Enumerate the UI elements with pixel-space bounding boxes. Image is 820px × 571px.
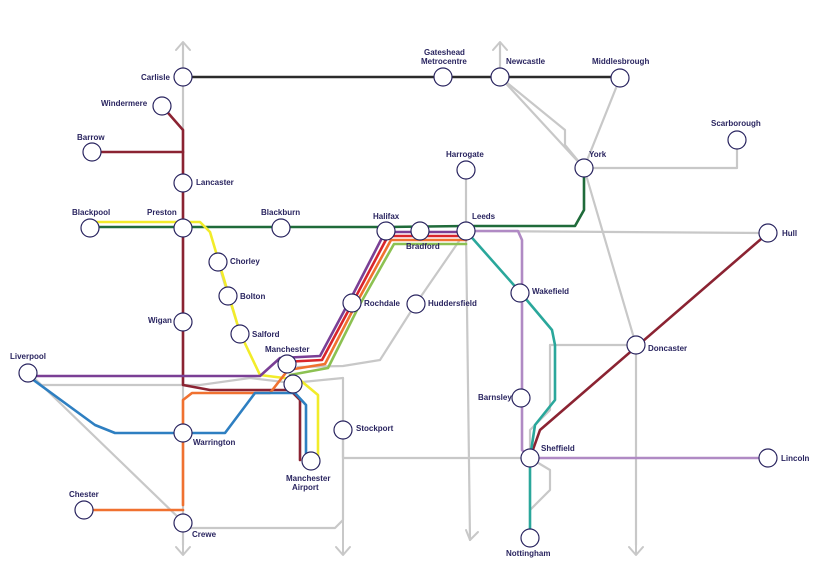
station-middlesbrough[interactable] [610, 68, 630, 88]
label-leeds: Leeds [472, 212, 496, 221]
label-harrogate: Harrogate [446, 150, 484, 159]
label-blackpool: Blackpool [72, 208, 110, 217]
line-lilac [464, 229, 770, 460]
station-bradford[interactable] [410, 221, 430, 241]
station-manchester[interactable] [277, 354, 297, 374]
station-lincoln[interactable] [758, 448, 778, 468]
station-crewe[interactable] [173, 513, 193, 533]
station-chorley[interactable] [208, 252, 228, 272]
station-wakefield[interactable] [510, 283, 530, 303]
station-scarborough[interactable] [727, 130, 747, 150]
label-huddersfield: Huddersfield [428, 299, 477, 308]
label-nottingham: Nottingham [506, 549, 550, 558]
label-crewe: Crewe [192, 530, 217, 539]
label-middlesbrough: Middlesbrough [592, 57, 649, 66]
station-sheffield[interactable] [520, 448, 540, 468]
station-windermere[interactable] [152, 96, 172, 116]
label-stockport: Stockport [356, 424, 394, 433]
station-hull[interactable] [758, 223, 778, 243]
station-liverpool[interactable] [18, 363, 38, 383]
station-manchester-piccadilly[interactable] [283, 374, 303, 394]
station-york[interactable] [574, 158, 594, 178]
label-blackburn: Blackburn [261, 208, 300, 217]
label-windermere: Windermere [101, 99, 148, 108]
label-barrow: Barrow [77, 133, 105, 142]
label-manchester-airport-2: Airport [292, 483, 319, 492]
label-sheffield: Sheffield [541, 444, 575, 453]
label-manchester: Manchester [265, 345, 309, 354]
label-warrington: Warrington [193, 438, 235, 447]
station-chester[interactable] [74, 500, 94, 520]
station-manchester-airport[interactable] [301, 451, 321, 471]
line-teal [464, 229, 557, 542]
label-gateshead-1: Gateshead [424, 48, 465, 57]
station-stockport[interactable] [333, 420, 353, 440]
station-leeds[interactable] [456, 221, 476, 241]
station-warrington[interactable] [173, 423, 193, 443]
label-bolton: Bolton [240, 292, 265, 301]
label-gateshead-2: Metrocentre [421, 57, 467, 66]
label-bradford: Bradford [406, 242, 440, 251]
label-chester: Chester [69, 490, 99, 499]
station-nottingham[interactable] [520, 528, 540, 548]
line-maroon-hull [528, 231, 770, 460]
station-barrow[interactable] [82, 142, 102, 162]
label-lancaster: Lancaster [196, 178, 234, 187]
label-liverpool: Liverpool [10, 352, 46, 361]
stations [18, 67, 778, 548]
line-yellow [88, 220, 320, 462]
grey-network [26, 44, 770, 547]
station-rochdale[interactable] [342, 293, 362, 313]
label-lincoln: Lincoln [781, 454, 810, 463]
line-purple [26, 230, 468, 378]
label-doncaster: Doncaster [648, 344, 687, 353]
station-labels: Carlisle Windermere Barrow Lancaster Bla… [10, 48, 810, 558]
label-salford: Salford [252, 330, 280, 339]
station-barnsley[interactable] [511, 388, 531, 408]
station-wigan[interactable] [173, 312, 193, 332]
station-blackburn[interactable] [271, 218, 291, 238]
station-harrogate[interactable] [456, 160, 476, 180]
label-manchester-airport-1: Manchester [286, 474, 330, 483]
label-wigan: Wigan [148, 316, 172, 325]
label-wakefield: Wakefield [532, 287, 569, 296]
line-green [88, 166, 586, 229]
label-york: York [589, 150, 607, 159]
station-blackpool[interactable] [80, 218, 100, 238]
label-preston: Preston [147, 208, 177, 217]
station-doncaster[interactable] [626, 335, 646, 355]
label-scarborough: Scarborough [711, 119, 761, 128]
station-huddersfield[interactable] [406, 294, 426, 314]
station-gateshead-metrocentre[interactable] [433, 67, 453, 87]
label-hull: Hull [782, 229, 797, 238]
station-salford[interactable] [230, 324, 250, 344]
station-lancaster[interactable] [173, 173, 193, 193]
station-newcastle[interactable] [490, 67, 510, 87]
station-bolton[interactable] [218, 286, 238, 306]
station-halifax[interactable] [376, 221, 396, 241]
label-barnsley: Barnsley [478, 393, 512, 402]
label-rochdale: Rochdale [364, 299, 401, 308]
station-carlisle[interactable] [173, 67, 193, 87]
label-newcastle: Newcastle [506, 57, 546, 66]
label-halifax: Halifax [373, 212, 400, 221]
line-blue [26, 374, 308, 462]
station-preston[interactable] [173, 218, 193, 238]
label-carlisle: Carlisle [141, 73, 170, 82]
label-chorley: Chorley [230, 257, 260, 266]
